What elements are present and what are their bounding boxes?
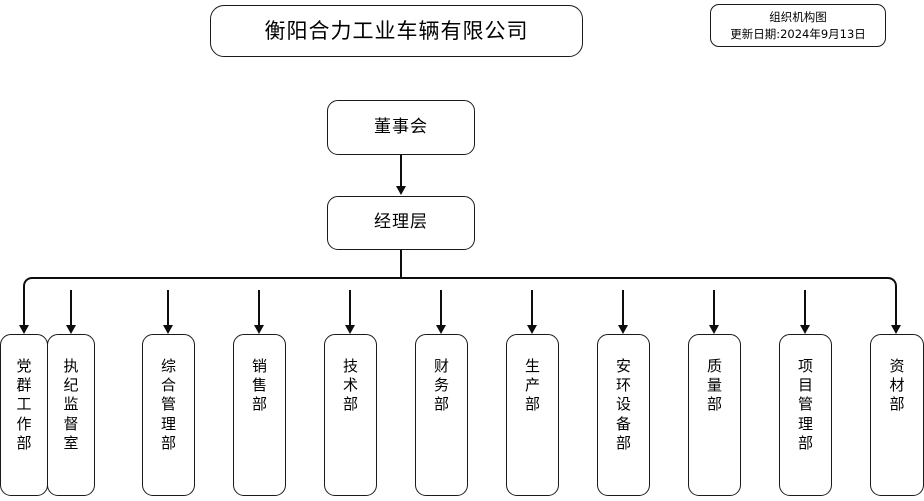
- department-label-1: 党群工作部: [16, 357, 32, 452]
- arrowhead-drop-1: [18, 325, 29, 334]
- connector-drop-4: [258, 290, 260, 326]
- node-board-label: 董事会: [374, 116, 428, 137]
- department-label-3: 综合管理部: [160, 357, 176, 452]
- company-title-box[interactable]: 衡阳合力工业车辆有限公司: [210, 5, 583, 57]
- node-department-1[interactable]: 党群工作部: [0, 334, 48, 496]
- connector-drop-2: [70, 290, 72, 326]
- connector-drop-9: [713, 290, 715, 326]
- arrowhead-drop-2: [65, 325, 76, 334]
- node-department-4[interactable]: 销售部: [233, 334, 286, 496]
- department-label-7: 生产部: [524, 357, 540, 414]
- connector-drop-3: [167, 290, 169, 326]
- department-label-2: 执纪监督室: [63, 357, 79, 452]
- node-department-2[interactable]: 执纪监督室: [47, 334, 95, 496]
- node-department-9[interactable]: 质量部: [688, 334, 741, 496]
- connector-drop-10: [804, 290, 806, 326]
- chart-meta-update-date: 更新日期:2024年9月13日: [730, 26, 866, 41]
- connector-drop-8: [622, 290, 624, 326]
- arrowhead-drop-3: [162, 325, 173, 334]
- arrowhead-drop-9: [708, 325, 719, 334]
- department-label-8: 安环设备部: [615, 357, 631, 452]
- node-department-8[interactable]: 安环设备部: [597, 334, 650, 496]
- node-management-layer[interactable]: 经理层: [327, 196, 475, 250]
- chart-meta-box[interactable]: 组织机构图 更新日期:2024年9月13日: [710, 4, 886, 47]
- node-department-5[interactable]: 技术部: [324, 334, 377, 496]
- arrowhead-board-to-management: [395, 186, 406, 195]
- node-department-3[interactable]: 综合管理部: [142, 334, 195, 496]
- connector-drop-7: [531, 290, 533, 326]
- chart-meta-title: 组织机构图: [769, 9, 827, 24]
- node-board-of-directors[interactable]: 董事会: [327, 100, 475, 155]
- arrowhead-drop-8: [617, 325, 628, 334]
- department-label-9: 质量部: [706, 357, 722, 414]
- arrowhead-drop-7: [526, 325, 537, 334]
- connector-drop-11: [895, 290, 897, 326]
- node-department-11[interactable]: 资材部: [870, 334, 924, 496]
- company-name: 衡阳合力工业车辆有限公司: [264, 18, 529, 43]
- connector-drop-6: [440, 290, 442, 326]
- arrowhead-drop-4: [253, 325, 264, 334]
- department-label-11: 资材部: [889, 357, 905, 414]
- node-department-6[interactable]: 财务部: [415, 334, 468, 496]
- connector-board-to-management: [400, 155, 402, 187]
- connector-drop-1: [23, 290, 25, 326]
- department-label-10: 项目管理部: [797, 357, 813, 452]
- node-department-7[interactable]: 生产部: [506, 334, 559, 496]
- arrowhead-drop-10: [799, 325, 810, 334]
- arrowhead-drop-6: [435, 325, 446, 334]
- department-label-4: 销售部: [251, 357, 267, 414]
- arrowhead-drop-5: [344, 325, 355, 334]
- department-label-5: 技术部: [342, 357, 358, 414]
- connector-bus: [23, 277, 897, 299]
- node-department-10[interactable]: 项目管理部: [779, 334, 832, 496]
- node-management-label: 经理层: [374, 212, 428, 233]
- arrowhead-drop-11: [890, 325, 901, 334]
- connector-management-to-bus: [400, 250, 402, 278]
- connector-drop-5: [349, 290, 351, 326]
- department-label-6: 财务部: [433, 357, 449, 414]
